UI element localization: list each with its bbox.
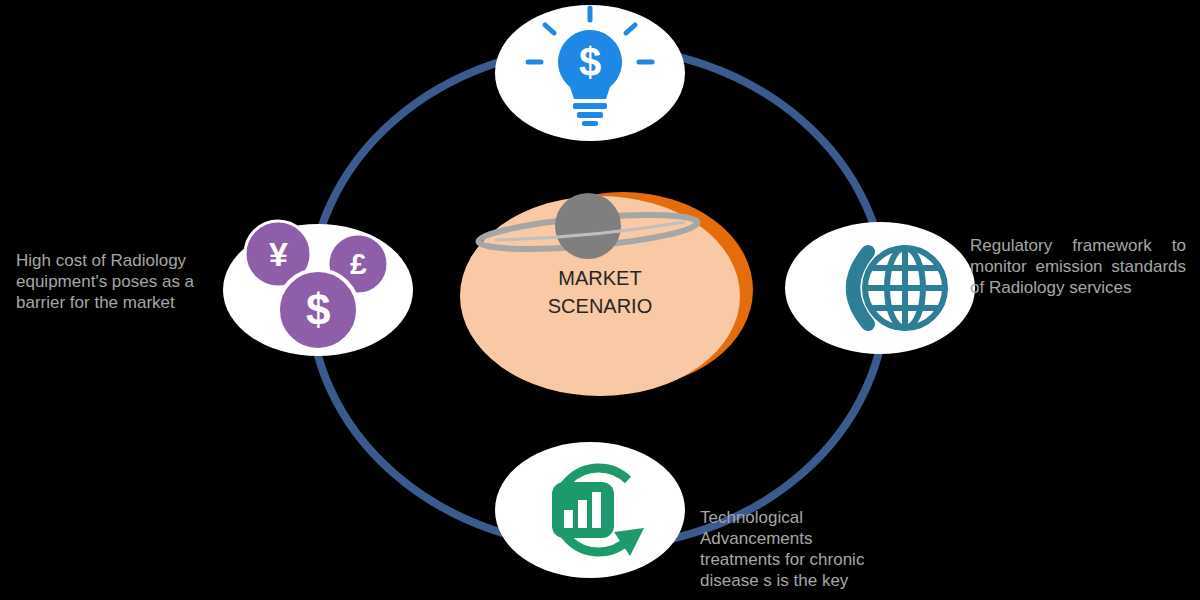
icon-circle: [785, 222, 975, 354]
globe-icon: [853, 248, 945, 328]
node-title: MARKET SCENARIO: [540, 264, 660, 320]
callout-text: Technological Advancements treatments fo…: [700, 507, 872, 591]
coins-icon: [245, 221, 388, 350]
scenario-ellipse: MARKET SCENARIO: [455, 190, 755, 402]
callout-text: Regulatory framework to monitor emission…: [970, 235, 1186, 298]
currency-symbol: £: [350, 249, 367, 279]
icon-circle: [495, 5, 685, 141]
growth-chart-icon: [552, 468, 644, 556]
currency-symbol: ¥: [269, 237, 288, 271]
currency-symbol: $: [306, 288, 330, 332]
callout-text: High cost of Radiology equipment's poses…: [16, 250, 208, 313]
lightbulb-icon: [528, 8, 652, 126]
currency-symbol: $: [579, 42, 601, 82]
icon-circle: [495, 442, 685, 578]
